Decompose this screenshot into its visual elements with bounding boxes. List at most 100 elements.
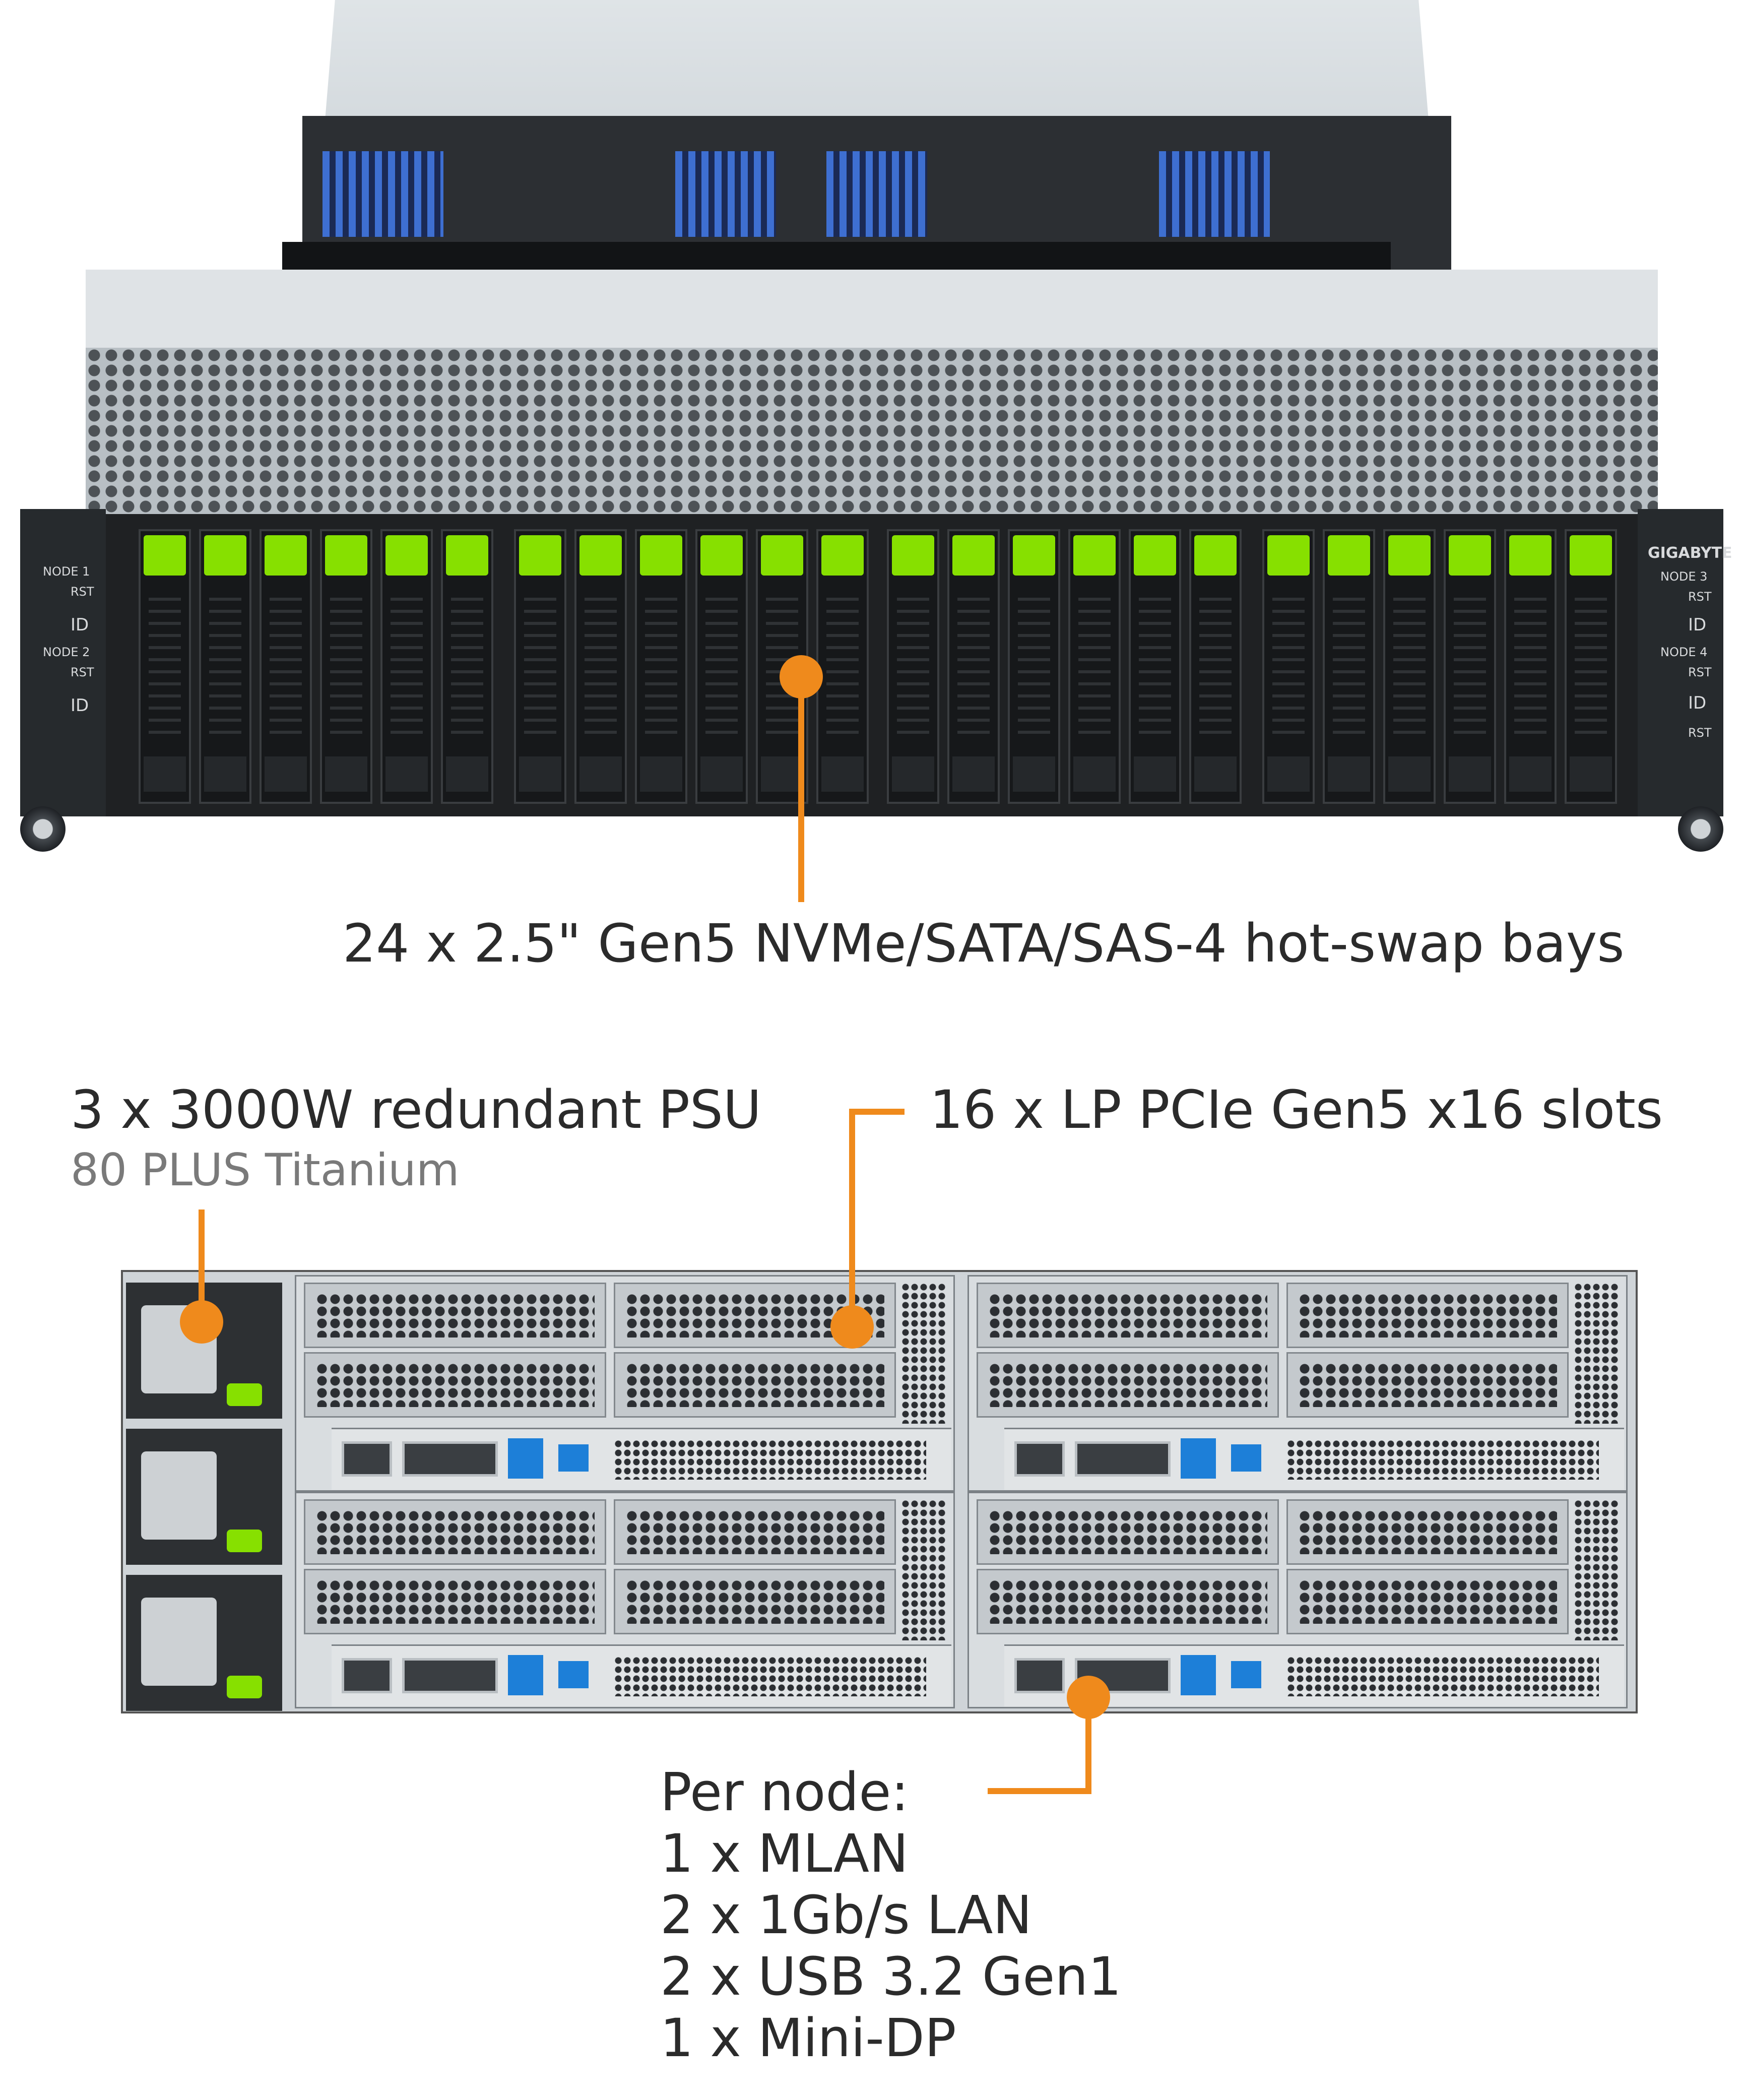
usb-ports[interactable]: [1181, 1438, 1216, 1479]
pcie-slot[interactable]: [977, 1569, 1279, 1634]
pcie-slot[interactable]: [977, 1352, 1279, 1418]
lan-ports[interactable]: [1075, 1441, 1171, 1477]
drive-latch[interactable]: [265, 756, 307, 792]
drive-bay[interactable]: [199, 529, 251, 804]
drive-release-tab[interactable]: [640, 535, 682, 576]
drive-bay[interactable]: [514, 529, 566, 804]
pcie-slot[interactable]: [1286, 1352, 1569, 1418]
node-tray[interactable]: [295, 1492, 955, 1708]
pcie-slot[interactable]: [1286, 1499, 1569, 1565]
drive-release-tab[interactable]: [325, 535, 367, 576]
pcie-slot[interactable]: [304, 1569, 606, 1634]
drive-latch[interactable]: [1194, 756, 1237, 792]
drive-latch[interactable]: [579, 756, 622, 792]
drive-release-tab[interactable]: [446, 535, 488, 576]
drive-latch[interactable]: [1134, 756, 1176, 792]
drive-release-tab[interactable]: [1134, 535, 1176, 576]
mlan-port[interactable]: [1014, 1658, 1065, 1693]
drive-bay[interactable]: [139, 529, 191, 804]
drive-bay[interactable]: [1068, 529, 1121, 804]
drive-release-tab[interactable]: [1449, 535, 1491, 576]
id-button[interactable]: ID: [1688, 615, 1707, 635]
drive-latch[interactable]: [1388, 756, 1431, 792]
drive-latch[interactable]: [761, 756, 803, 792]
node-tray[interactable]: [967, 1492, 1628, 1708]
drive-release-tab[interactable]: [519, 535, 561, 576]
pcie-slot[interactable]: [977, 1283, 1279, 1348]
drive-bay[interactable]: [887, 529, 939, 804]
mini-dp-port[interactable]: [558, 1661, 589, 1688]
mlan-port[interactable]: [342, 1441, 392, 1477]
drive-bay[interactable]: [574, 529, 627, 804]
drive-release-tab[interactable]: [1013, 535, 1055, 576]
mlan-port[interactable]: [1014, 1441, 1065, 1477]
drive-bay[interactable]: [1383, 529, 1436, 804]
psu-module[interactable]: [126, 1429, 282, 1565]
drive-release-tab[interactable]: [579, 535, 622, 576]
id-button[interactable]: ID: [71, 695, 89, 716]
mini-dp-port[interactable]: [558, 1444, 589, 1472]
drive-latch[interactable]: [325, 756, 367, 792]
id-button[interactable]: ID: [71, 615, 89, 635]
lan-ports[interactable]: [402, 1658, 498, 1693]
pcie-slot[interactable]: [1286, 1283, 1569, 1348]
usb-ports[interactable]: [508, 1438, 543, 1479]
drive-bay[interactable]: [1008, 529, 1060, 804]
pcie-slot[interactable]: [304, 1283, 606, 1348]
drive-release-tab[interactable]: [1267, 535, 1310, 576]
drive-release-tab[interactable]: [1328, 535, 1370, 576]
drive-release-tab[interactable]: [144, 535, 186, 576]
drive-release-tab[interactable]: [952, 535, 995, 576]
drive-bay[interactable]: [1262, 529, 1315, 804]
power-inlet[interactable]: [141, 1598, 217, 1686]
pcie-slot[interactable]: [614, 1499, 896, 1565]
pcie-slot[interactable]: [304, 1499, 606, 1565]
pcie-slot[interactable]: [1286, 1569, 1569, 1634]
drive-release-tab[interactable]: [700, 535, 743, 576]
usb-ports[interactable]: [1181, 1655, 1216, 1695]
drive-latch[interactable]: [640, 756, 682, 792]
drive-bay[interactable]: [1444, 529, 1496, 804]
drive-latch[interactable]: [1570, 756, 1612, 792]
node-tray[interactable]: [967, 1275, 1628, 1492]
id-button[interactable]: ID: [1688, 693, 1707, 713]
pcie-slot[interactable]: [977, 1499, 1279, 1565]
lan-ports[interactable]: [402, 1441, 498, 1477]
usb-ports[interactable]: [508, 1655, 543, 1695]
psu-handle[interactable]: [227, 1530, 262, 1552]
drive-latch[interactable]: [1073, 756, 1116, 792]
pcie-slot[interactable]: [614, 1352, 896, 1418]
mini-dp-port[interactable]: [1231, 1661, 1261, 1688]
mlan-port[interactable]: [342, 1658, 392, 1693]
drive-release-tab[interactable]: [265, 535, 307, 576]
drive-release-tab[interactable]: [761, 535, 803, 576]
drive-latch[interactable]: [892, 756, 934, 792]
drive-release-tab[interactable]: [204, 535, 246, 576]
pcie-slot[interactable]: [304, 1352, 606, 1418]
psu-module[interactable]: [126, 1575, 282, 1711]
drive-release-tab[interactable]: [821, 535, 864, 576]
drive-bay[interactable]: [1323, 529, 1375, 804]
drive-latch[interactable]: [1449, 756, 1491, 792]
drive-bay[interactable]: [695, 529, 748, 804]
drive-latch[interactable]: [952, 756, 995, 792]
drive-bay[interactable]: [635, 529, 687, 804]
drive-release-tab[interactable]: [892, 535, 934, 576]
thumbscrew-icon[interactable]: [1678, 806, 1723, 852]
psu-handle[interactable]: [227, 1383, 262, 1406]
drive-latch[interactable]: [1267, 756, 1310, 792]
drive-bay[interactable]: [1189, 529, 1242, 804]
drive-latch[interactable]: [385, 756, 428, 792]
drive-bay[interactable]: [260, 529, 312, 804]
drive-bay[interactable]: [1129, 529, 1181, 804]
drive-bay[interactable]: [1504, 529, 1557, 804]
drive-release-tab[interactable]: [1388, 535, 1431, 576]
drive-bay[interactable]: [441, 529, 493, 804]
drive-release-tab[interactable]: [1073, 535, 1116, 576]
drive-latch[interactable]: [1013, 756, 1055, 792]
drive-release-tab[interactable]: [1194, 535, 1237, 576]
drive-latch[interactable]: [446, 756, 488, 792]
pcie-slot[interactable]: [614, 1569, 896, 1634]
drive-latch[interactable]: [700, 756, 743, 792]
psu-handle[interactable]: [227, 1676, 262, 1698]
